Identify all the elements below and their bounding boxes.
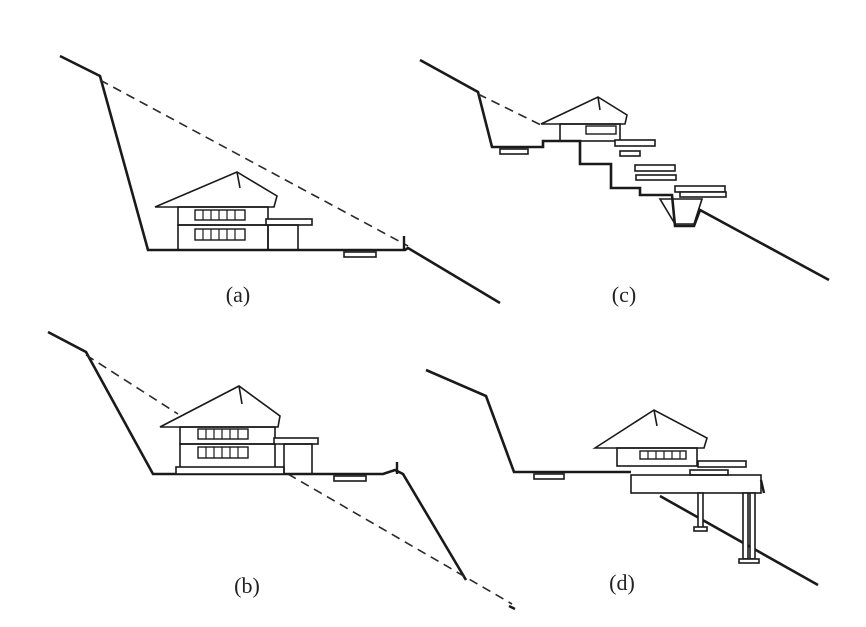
original-slope-line — [99, 79, 409, 247]
panel-label: (a) — [226, 282, 250, 307]
annex-roof — [265, 218, 313, 226]
window-upper — [194, 209, 246, 221]
drain-channel — [333, 475, 367, 482]
roof — [592, 409, 708, 449]
drain-basin — [658, 198, 704, 225]
original-slope-line — [477, 93, 544, 127]
panel-a: (a) — [59, 54, 501, 307]
original-slope-line — [85, 354, 179, 415]
roof — [154, 171, 278, 208]
wall-upper — [616, 447, 698, 467]
building — [154, 171, 313, 251]
terrain-profile — [47, 330, 468, 581]
downhill-slope — [659, 494, 819, 587]
building — [540, 96, 628, 142]
terrain-profile — [425, 368, 631, 474]
panel-label: (b) — [234, 573, 260, 598]
drain-channel — [499, 148, 529, 155]
panel-c: (c) — [419, 58, 830, 307]
terrain-profile — [59, 54, 501, 305]
roof — [159, 385, 281, 428]
annex-wall — [267, 224, 299, 251]
platform — [175, 466, 285, 475]
drain-channel — [343, 251, 377, 258]
building — [159, 385, 319, 475]
terraced-steps — [614, 139, 727, 198]
annex-roof — [273, 437, 319, 445]
window-lower — [194, 228, 246, 241]
window-upper — [197, 428, 249, 440]
annex-wall — [283, 443, 313, 475]
panel-label: (c) — [612, 282, 636, 307]
fill-slope-line — [287, 473, 513, 605]
building — [592, 409, 766, 494]
cantilever-floor — [630, 474, 762, 494]
window-lower — [197, 446, 249, 459]
panel-label: (d) — [609, 570, 635, 595]
annex-roof — [697, 460, 747, 468]
support-piers — [693, 492, 760, 564]
wall-upper — [559, 123, 621, 142]
roof — [540, 96, 628, 125]
panel-b: (b) — [47, 330, 516, 611]
panel-d: (d) — [425, 368, 819, 595]
window-upper — [639, 450, 687, 460]
terrain-profile — [419, 58, 830, 282]
drain-channel — [533, 473, 565, 480]
